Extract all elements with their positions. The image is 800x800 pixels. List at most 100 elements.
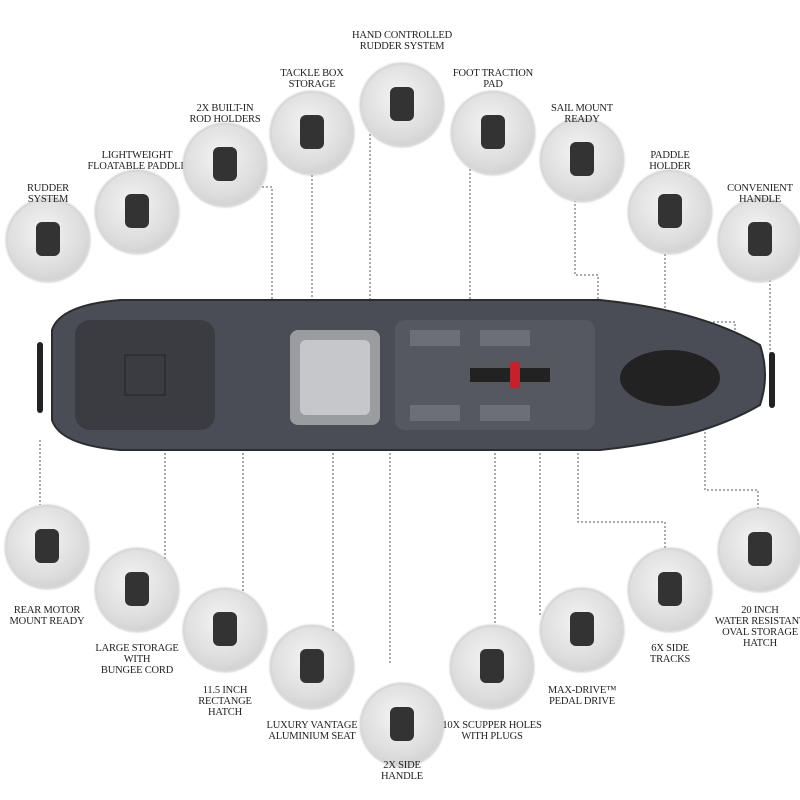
label-line: 2X Built-In <box>196 103 254 114</box>
leader-line <box>574 200 599 320</box>
max-drive-label: Max-Drive™Pedal Drive <box>517 685 647 707</box>
label-line: Convenient <box>727 183 793 194</box>
scupper-plug-icon <box>480 649 504 683</box>
label-line: Pedal Drive <box>549 696 615 707</box>
label-line: Rod Holders <box>189 114 261 125</box>
rear-tankwell <box>75 320 215 430</box>
seat-icon <box>300 649 324 683</box>
oval-hatch-label: 20 InchWater ResistantOval StorageHatch <box>695 605 800 649</box>
label-line: 20 Inch <box>741 605 779 616</box>
max-drive-photo <box>540 588 624 672</box>
label-line: With <box>123 654 151 665</box>
large-storage-photo <box>95 548 179 632</box>
rear-motor-photo <box>5 505 89 589</box>
traction-pad-icon <box>481 115 505 149</box>
label-line: System <box>27 194 69 205</box>
handle-icon <box>748 222 772 256</box>
paddle-icon <box>125 194 149 228</box>
lightweight-paddle-label: LightweightFloatable Paddle <box>72 150 202 172</box>
convenient-handle-label: ConvenientHandle <box>695 183 800 205</box>
side-tracks-photo <box>628 548 712 632</box>
label-line: Max-Drive™ <box>547 685 617 696</box>
label-line: Large Storage <box>95 643 179 654</box>
foot-traction-label: Foot TractionPad <box>428 68 558 90</box>
leader-line <box>704 420 759 510</box>
label-line: Water Resistant <box>714 616 800 627</box>
label-line: Pad <box>483 79 503 90</box>
convenient-handle-photo <box>718 198 800 282</box>
scupper-photo <box>450 625 534 709</box>
label-line: Rudder System <box>359 41 445 52</box>
pedal-drive-icon <box>570 612 594 646</box>
hatch-icon <box>213 612 237 646</box>
label-line: Handle <box>381 771 423 782</box>
tackle-box-label: Tackle BoxStorage <box>247 68 377 90</box>
label-line: With Plugs <box>461 731 523 742</box>
side-handle-photo <box>360 683 444 767</box>
sail-mount-label: Sail MountReady <box>517 103 647 125</box>
label-line: Handle <box>739 194 781 205</box>
seat-photo <box>270 625 354 709</box>
oval-hatch-photo <box>718 508 800 592</box>
tackle-box-icon <box>300 115 324 149</box>
motor-mount-icon <box>35 529 59 563</box>
hand-rudder-label: Hand ControlledRudder System <box>337 30 467 52</box>
label-line: 6X Side <box>651 643 689 654</box>
label-line: Floatable Paddle <box>87 161 187 172</box>
rect-hatch-photo <box>183 588 267 672</box>
rect-hatch-mark <box>124 354 166 396</box>
sail-mount-photo <box>540 118 624 202</box>
tackle-box-photo <box>270 91 354 175</box>
rear-motor-label: Rear MotorMount Ready <box>0 605 112 627</box>
label-line: Ready <box>564 114 600 125</box>
label-line: Sail Mount <box>550 103 614 114</box>
label-line: 10X Scupper Holes <box>442 720 542 731</box>
label-line: Foot Traction <box>452 68 534 79</box>
rod-holders-label: 2X Built-InRod Holders <box>160 103 290 125</box>
paddle-holder-icon <box>658 194 682 228</box>
foot-traction-photo <box>451 91 535 175</box>
rod-holder-icon <box>213 147 237 181</box>
rod-holders-photo <box>183 123 267 207</box>
rudder-system-photo <box>6 198 90 282</box>
label-line: Luxury Vantage <box>266 720 358 731</box>
label-line: Storage <box>288 79 336 90</box>
leader-line <box>258 186 273 305</box>
label-line: Bungee Cord <box>100 665 174 676</box>
hand-rudder-photo <box>360 63 444 147</box>
label-line: 11.5 Inch <box>202 685 248 696</box>
paddle-holder-label: PaddleHolder <box>605 150 735 172</box>
kayak <box>37 299 775 451</box>
label-line: Rear Motor <box>13 605 81 616</box>
label-line: Hatch <box>742 638 777 649</box>
label-line: Hatch <box>207 707 242 718</box>
sail-mount-icon <box>570 142 594 176</box>
label-line: Rectange <box>198 696 252 707</box>
label-line: Tackle Box <box>280 68 344 79</box>
label-line: Oval Storage <box>722 627 798 638</box>
label-line: Tracks <box>649 654 691 665</box>
seat-label: Luxury VantageAluminium Seat <box>247 720 377 742</box>
side-tracks-label: 6X SideTracks <box>605 643 735 665</box>
label-line: Holder <box>649 161 691 172</box>
rudder-control-icon <box>390 87 414 121</box>
rect-hatch-label: 11.5 InchRectangeHatch <box>160 685 290 718</box>
rudder-system-label: RudderSystem <box>0 183 113 205</box>
paddle-holder-photo <box>628 170 712 254</box>
storage-icon <box>125 572 149 606</box>
oval-hatch-mark <box>620 350 720 406</box>
label-line: Paddle <box>650 150 690 161</box>
track-icon <box>658 572 682 606</box>
label-line: Aluminium Seat <box>268 731 356 742</box>
leader-line <box>577 445 666 550</box>
side-handle-icon <box>390 707 414 741</box>
rudder-icon <box>36 222 60 256</box>
oval-hatch-icon <box>748 532 772 566</box>
large-storage-label: Large StorageWithBungee Cord <box>72 643 202 676</box>
label-line: Mount Ready <box>9 616 85 627</box>
label-line: 2X Side <box>383 760 421 771</box>
label-line: Lightweight <box>101 150 173 161</box>
side-handle-label: 2X SideHandle <box>337 760 467 782</box>
